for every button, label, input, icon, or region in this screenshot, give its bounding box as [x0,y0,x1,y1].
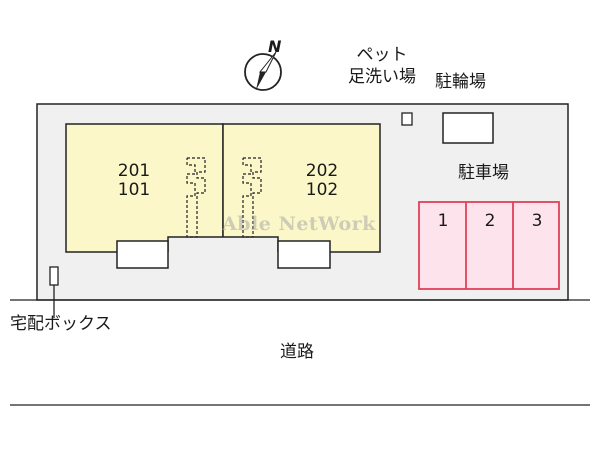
parking-slot-3: 3 [531,211,543,231]
pet-wash-marker [401,112,413,126]
road-label: 道路 [280,342,314,362]
bicycle-parking-label: 駐輪場 [435,72,486,92]
bicycle-parking-area [442,112,494,144]
unit-202-label: 202 [305,161,339,181]
delivery-box-label: 宅配ボックス [10,314,112,334]
balcony-right [277,240,331,269]
stair-outline-left [186,157,206,238]
parking-slot-2: 2 [484,211,496,231]
stair-outline-right [242,157,262,238]
north-arrow-icon [244,51,282,91]
balcony-left [116,240,169,269]
parking-slot-1: 1 [437,211,449,231]
pet-wash-label: ペット 足洗い場 [348,45,416,87]
unit-101-label: 101 [117,180,151,200]
watermark: Able NetWork [222,213,376,235]
compass-north-label: N [268,37,282,56]
building-right-unit [222,123,381,253]
building-left-unit [65,123,224,253]
parking-area [418,201,560,290]
parking-label: 駐車場 [458,163,509,183]
building-entrance-notch [168,237,278,253]
delivery-box-marker [49,266,59,286]
unit-201-label: 201 [117,161,151,181]
unit-102-label: 102 [305,180,339,200]
